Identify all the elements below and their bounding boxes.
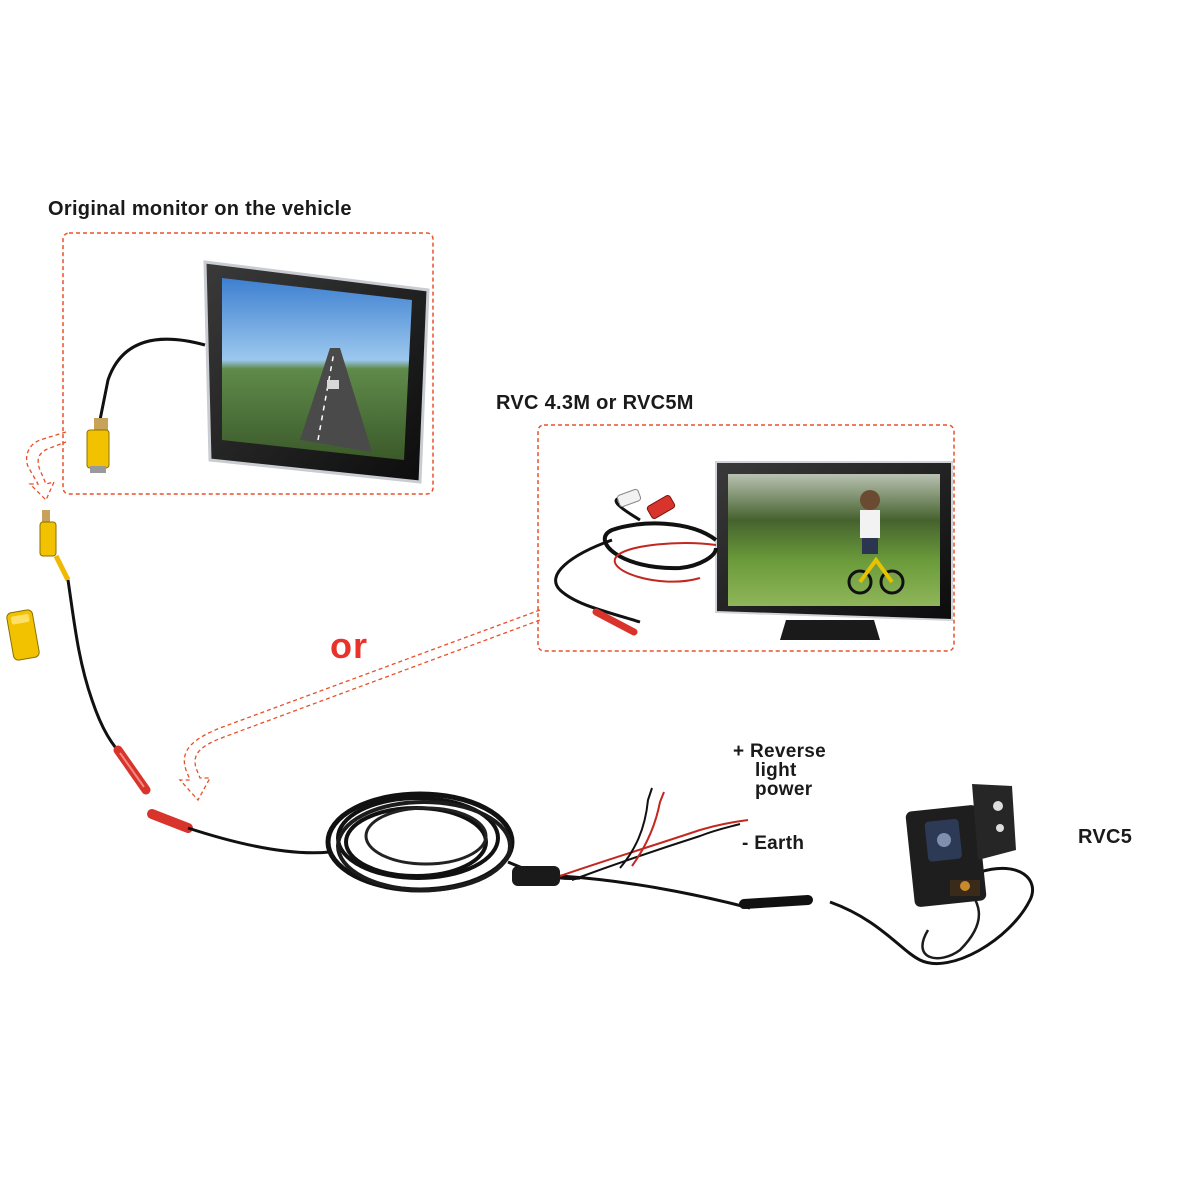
original-rca-plug-icon: [86, 418, 110, 473]
original-monitor-frame: [62, 232, 434, 495]
rvc5-title: RVC5: [1078, 826, 1133, 848]
reverse-label-line-1: + Reverse: [733, 741, 827, 762]
original-monitor-icon: [98, 260, 430, 484]
earth-label: - Earth: [742, 833, 805, 854]
rvc-monitor-frame: [537, 424, 955, 652]
rca-cable-icon: [39, 510, 151, 795]
rvc-monitor-title: RVC 4.3M or RVC5M: [496, 392, 694, 414]
reverse-light-power-label: + Reverse light power: [733, 742, 826, 799]
rvc5-camera-icon: [829, 784, 1034, 966]
reverse-label-line-2: light: [755, 760, 797, 781]
original-route-arrow: [25, 431, 67, 502]
or-label: or: [330, 625, 368, 666]
rvc-monitor-cable-icon: [554, 488, 718, 636]
original-monitor-title: Original monitor on the vehicle: [48, 198, 352, 220]
cable-coil-icon: [147, 791, 813, 910]
reverse-label-line-3: power: [755, 779, 813, 800]
rvc-monitor-icon: [715, 461, 953, 640]
power-leads-icon: [559, 787, 749, 881]
rca-adapter-icon: [6, 609, 40, 661]
rvc-route-arrow: [178, 609, 541, 802]
